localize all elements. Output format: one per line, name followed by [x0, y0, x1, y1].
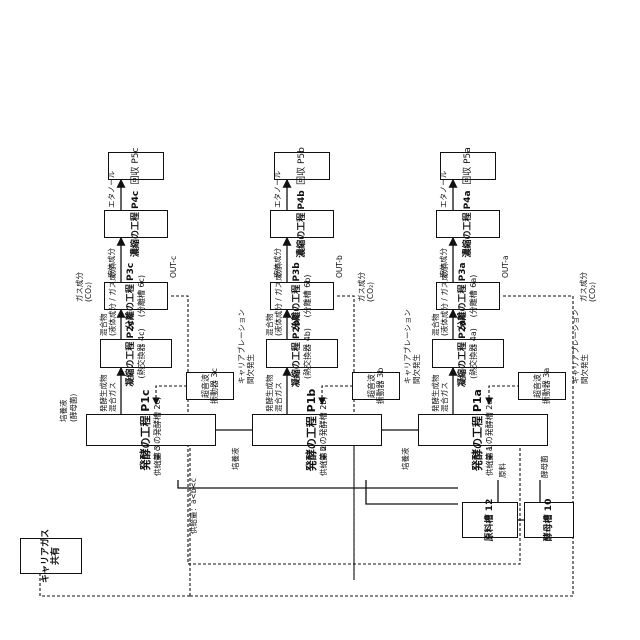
label-ethanol-b: エタノール	[274, 171, 282, 208]
label-liquid-c: 液体成分	[108, 248, 116, 278]
cond-a-title: 凝縮の工程 P2a	[458, 320, 468, 387]
label-supply-a: 供給量 a	[486, 447, 494, 476]
label-supply-relation: 供給量：a<b<c	[190, 478, 198, 534]
label-medium-c-line2: (酵母菌)	[70, 394, 78, 422]
label-gas-c-1: ガス成分	[76, 272, 84, 302]
yeast-to-c-line	[178, 480, 458, 488]
label-ferm-gas-b-2: 混合ガス	[275, 382, 283, 412]
label-yeast: 酵母菌	[541, 456, 549, 479]
cond-a-box: 凝縮の工程 P2a (熱交換器 4a)	[432, 339, 504, 368]
label-raw: 原料	[499, 463, 507, 478]
conc-b-label: 濃縮の工程 P4b	[297, 190, 307, 257]
label-supply-b: 供給量 b	[320, 446, 328, 476]
label-ferm-gas-b-1: 発酵生成物	[266, 375, 274, 413]
ultrasonic-b-box: 超音波 振動器 3b	[352, 372, 400, 400]
cond-c-sub: (熱交換器 4c)	[137, 328, 146, 378]
sep-b-sub: (分離槽 6b)	[303, 275, 312, 318]
ferm-b-title: 発酵の工程 P1b	[306, 389, 319, 471]
label-gas-c-2: (CO₂)	[85, 282, 93, 302]
label-ferm-gas-c-2: 混合ガス	[109, 382, 117, 412]
label-medium-bc: 培養液	[232, 448, 240, 471]
conc-a-box: 濃縮の工程 P4a	[436, 210, 500, 238]
label-mixture-c-1: 混合物	[100, 314, 108, 337]
label-gas-b-1: ガス成分	[358, 272, 366, 302]
recover-c-label: 回収 P5c	[131, 148, 141, 185]
label-ferm-gas-a-2: 混合ガス	[441, 382, 449, 412]
ultrasonic-b-line1: 超音波	[367, 374, 376, 398]
label-out-a: OUT-a	[502, 255, 510, 278]
ultrasonic-a-line1: 超音波	[533, 374, 542, 398]
label-out-b: OUT-b	[336, 255, 344, 278]
label-medium-c-line1: 培養液	[60, 400, 68, 423]
label-supply-c: 供給量 c	[154, 447, 162, 476]
cond-b-title: 凝縮の工程 P2b	[292, 320, 302, 387]
label-carrier-a-2: 間欠発生	[581, 354, 589, 384]
conc-b-box: 濃縮の工程 P4b	[270, 210, 334, 238]
cond-a-sub: (熱交換器 4a)	[469, 328, 478, 379]
conc-c-box: 濃縮の工程 P4c	[104, 210, 168, 238]
label-gas-a-1: ガス成分	[580, 272, 588, 302]
carrier-shared-line2: 共有	[51, 547, 61, 565]
recover-c-box: 回収 P5c	[108, 152, 164, 180]
label-liquid-a: 液体成分	[440, 248, 448, 278]
label-carrier-c-1: キャリアブレーション	[238, 309, 246, 384]
cond-b-box: 凝縮の工程 P2b (熱交換器 4b)	[266, 339, 338, 368]
ferm-a-box: 発酵の工程 P1a (第１の発酵槽 2a)	[418, 414, 548, 446]
carrier-shared-line1: キャリアガス	[41, 529, 51, 583]
ferm-c-title: 発酵の工程 P1c	[140, 389, 153, 470]
yeast-tank-box: 酵母槽 10	[524, 502, 574, 538]
label-ethanol-a: エタノール	[440, 171, 448, 208]
label-carrier-b-1: キャリアブレーション	[404, 309, 412, 384]
ferm-b-box: 発酵の工程 P1b (第２の発酵槽 2b)	[252, 414, 382, 446]
label-gas-a-2: (CO₂)	[589, 282, 597, 302]
label-carrier-b-2: 間欠発生	[413, 354, 421, 384]
label-liquid-b: 液体成分	[274, 248, 282, 278]
label-ferm-gas-a-1: 発酵生成物	[432, 375, 440, 413]
recover-b-box: 回収 P5b	[274, 152, 330, 180]
co2-return-a-dashed	[190, 296, 573, 596]
label-out-c: OUT-c	[170, 256, 178, 278]
sep-a-sub: (分離槽 6a)	[469, 275, 478, 318]
ultrasonic-c-box: 超音波 振動器 3c	[186, 372, 234, 400]
sep-a-title: 分離の工程 P3a	[458, 262, 468, 329]
carrier-gas-shared-box: キャリアガス 共有	[20, 538, 82, 574]
label-carrier-a-1: キャリアブレーション	[572, 309, 580, 384]
ferm-a-title: 発酵の工程 P1a	[472, 389, 485, 471]
cond-c-box: 凝縮の工程 P2c (熱交換器 4c)	[100, 339, 172, 368]
sep-b-title: 分離の工程 P3b	[292, 262, 302, 329]
ultrasonic-a-box: 超音波 振動器 3a	[518, 372, 566, 400]
recover-a-box: 回収 P5a	[440, 152, 496, 180]
ultrasonic-c-line1: 超音波	[201, 374, 210, 398]
label-carrier-c-2: 間欠発生	[247, 354, 255, 384]
label-ethanol-c: エタノール	[108, 171, 116, 208]
label-mixture-a-1: 混合物	[432, 314, 440, 337]
yeast-tank-label: 酵母槽 10	[544, 499, 554, 542]
label-gas-b-2: (CO₂)	[367, 282, 375, 302]
ultrasonic-c-line2: 振動器 3c	[210, 368, 219, 404]
raw-tank-label: 原料槽 12	[485, 499, 495, 542]
label-mixture-b-1: 混合物	[266, 314, 274, 337]
cond-c-title: 凝縮の工程 P2c	[126, 320, 136, 386]
label-medium-ab: 培養液	[402, 448, 410, 471]
yeast-to-b-line	[366, 480, 458, 504]
recover-b-label: 回収 P5b	[297, 147, 307, 185]
conc-a-label: 濃縮の工程 P4a	[463, 190, 473, 257]
raw-tank-box: 原料槽 12	[462, 502, 518, 538]
recover-a-label: 回収 P5a	[463, 147, 473, 185]
conc-c-label: 濃縮の工程 P4c	[131, 191, 141, 257]
label-ferm-gas-c-1: 発酵生成物	[100, 375, 108, 413]
ultrasonic-a-line2: 振動器 3a	[542, 368, 551, 405]
cond-b-sub: (熱交換器 4b)	[303, 328, 312, 379]
ferm-c-box: 発酵の工程 P1c (第３の発酵槽 2c)	[86, 414, 216, 446]
ultrasonic-b-line2: 振動器 3b	[376, 368, 385, 405]
sep-c-sub: (分離槽 6c)	[137, 275, 146, 317]
sep-c-title: 分離の工程 P3c	[126, 263, 136, 329]
